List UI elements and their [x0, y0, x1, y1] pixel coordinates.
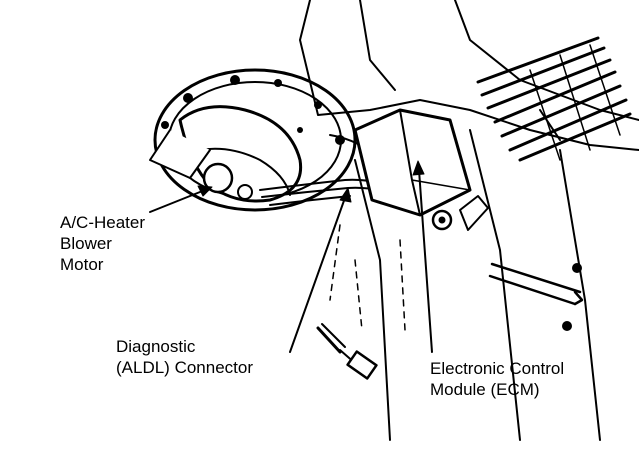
- panel-rivets: [562, 263, 582, 331]
- blower-motor-label: A/C-Heater Blower Motor: [60, 212, 145, 275]
- aldl-connector-label-line-2: (ALDL) Connector: [116, 358, 254, 377]
- blower-motor-housing: [149, 68, 357, 212]
- leader-blower-motor: [149, 185, 213, 213]
- support-rod: [488, 262, 584, 306]
- ecm-label-line-2: Module (ECM): [430, 380, 540, 399]
- leader-ecm: [412, 160, 433, 353]
- flange-bolts: [161, 75, 345, 145]
- ecm-label-line-1: Electronic Control: [430, 359, 565, 378]
- ecm-label: Electronic Control Module (ECM): [430, 358, 564, 400]
- hidden-lines: [329, 224, 406, 331]
- leader-lines: [149, 160, 433, 353]
- aldl-plug: [316, 323, 378, 380]
- blower-motor-label-line-1: A/C-Heater: [60, 213, 146, 232]
- aldl-connector-label: Diagnostic (ALDL) Connector: [116, 336, 253, 378]
- blower-motor-label-line-2: Blower: [60, 234, 112, 253]
- blower-motor-label-line-3: Motor: [60, 255, 104, 274]
- ecm-module: [353, 108, 489, 231]
- vent-grille: [476, 36, 632, 162]
- aldl-connector-label-line-1: Diagnostic: [116, 337, 196, 356]
- leader-aldl-connector: [289, 187, 352, 353]
